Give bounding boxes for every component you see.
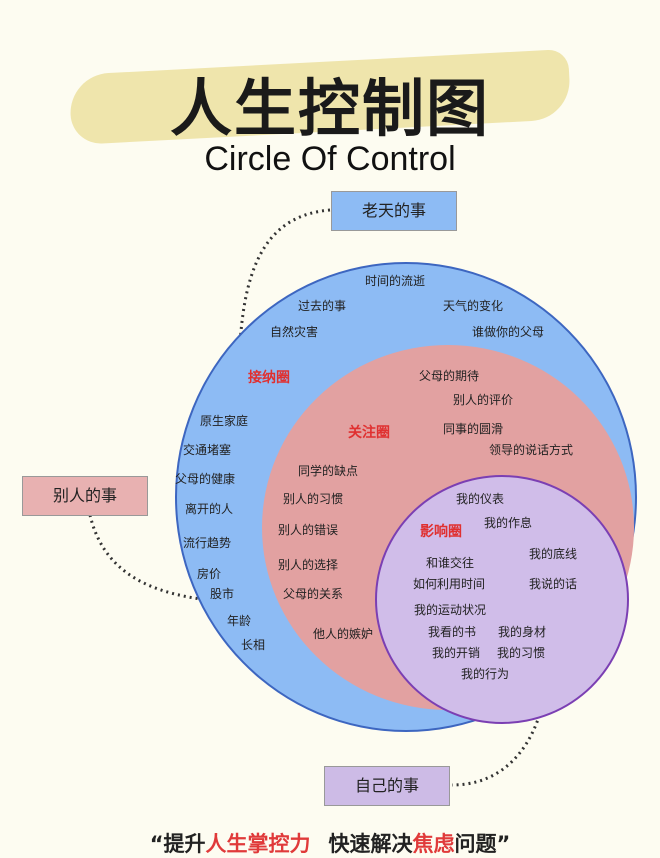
middle-item: 别人的习惯 [283,492,344,506]
outer-item: 时间的流逝 [365,274,426,288]
slogan: “提升人生掌控力快速解决焦虑问题” [0,828,660,858]
middle-item: 领导的说话方式 [489,443,574,457]
outer-item: 自然灾害 [270,325,319,339]
outer-item: 年龄 [227,614,252,628]
inner-item: 我的作息 [484,516,533,530]
box-heaven: 老天的事 [331,191,457,231]
inner-item: 如何利用时间 [413,577,486,591]
box-others: 别人的事 [22,476,148,516]
inner-label: 影响圈 [420,524,462,540]
slogan-part: “提升 [149,832,206,856]
outer-item: 谁做你的父母 [472,325,545,339]
inner-item: 我的开销 [432,646,481,660]
middle-item: 别人的评价 [453,393,514,407]
outer-item: 股市 [210,587,235,601]
page-subtitle: Circle Of Control [204,140,456,178]
middle-item: 同学的缺点 [298,464,359,478]
outer-item: 交通堵塞 [183,443,232,457]
inner-item: 和谁交往 [426,556,475,570]
middle-item: 他人的嫉妒 [313,627,374,641]
outer-item: 原生家庭 [200,414,249,428]
outer-item: 离开的人 [185,502,234,516]
middle-item: 父母的关系 [283,587,344,601]
inner-item: 我看的书 [428,625,477,639]
inner-item: 我的运动状况 [414,603,487,617]
outer-label: 接纳圈 [248,370,290,386]
slogan-highlight: 人生掌控力 [205,832,311,856]
outer-item: 流行趋势 [183,536,232,550]
outer-item: 长相 [241,638,266,652]
box-self: 自己的事 [324,766,450,806]
middle-item: 别人的选择 [278,558,339,572]
inner-item: 我的习惯 [497,646,546,660]
outer-item: 天气的变化 [443,299,504,313]
outer-item: 父母的健康 [175,472,236,486]
inner-item: 我说的话 [529,577,578,591]
slogan-part: 问题” [454,832,511,856]
slogan-part: 快速解决 [328,832,413,856]
middle-item: 同事的圆滑 [443,422,504,436]
slogan-highlight: 焦虑 [412,832,455,856]
middle-item: 别人的错误 [278,523,339,537]
inner-item: 我的身材 [498,625,547,639]
middle-label: 关注圈 [348,425,390,441]
middle-item: 父母的期待 [419,369,480,383]
outer-item: 房价 [197,567,222,581]
page-title: 人生控制图 [169,72,490,145]
outer-item: 过去的事 [298,299,347,313]
inner-circle [375,475,629,724]
inner-item: 我的仪表 [456,492,505,506]
inner-item: 我的行为 [461,667,510,681]
inner-item: 我的底线 [529,547,578,561]
